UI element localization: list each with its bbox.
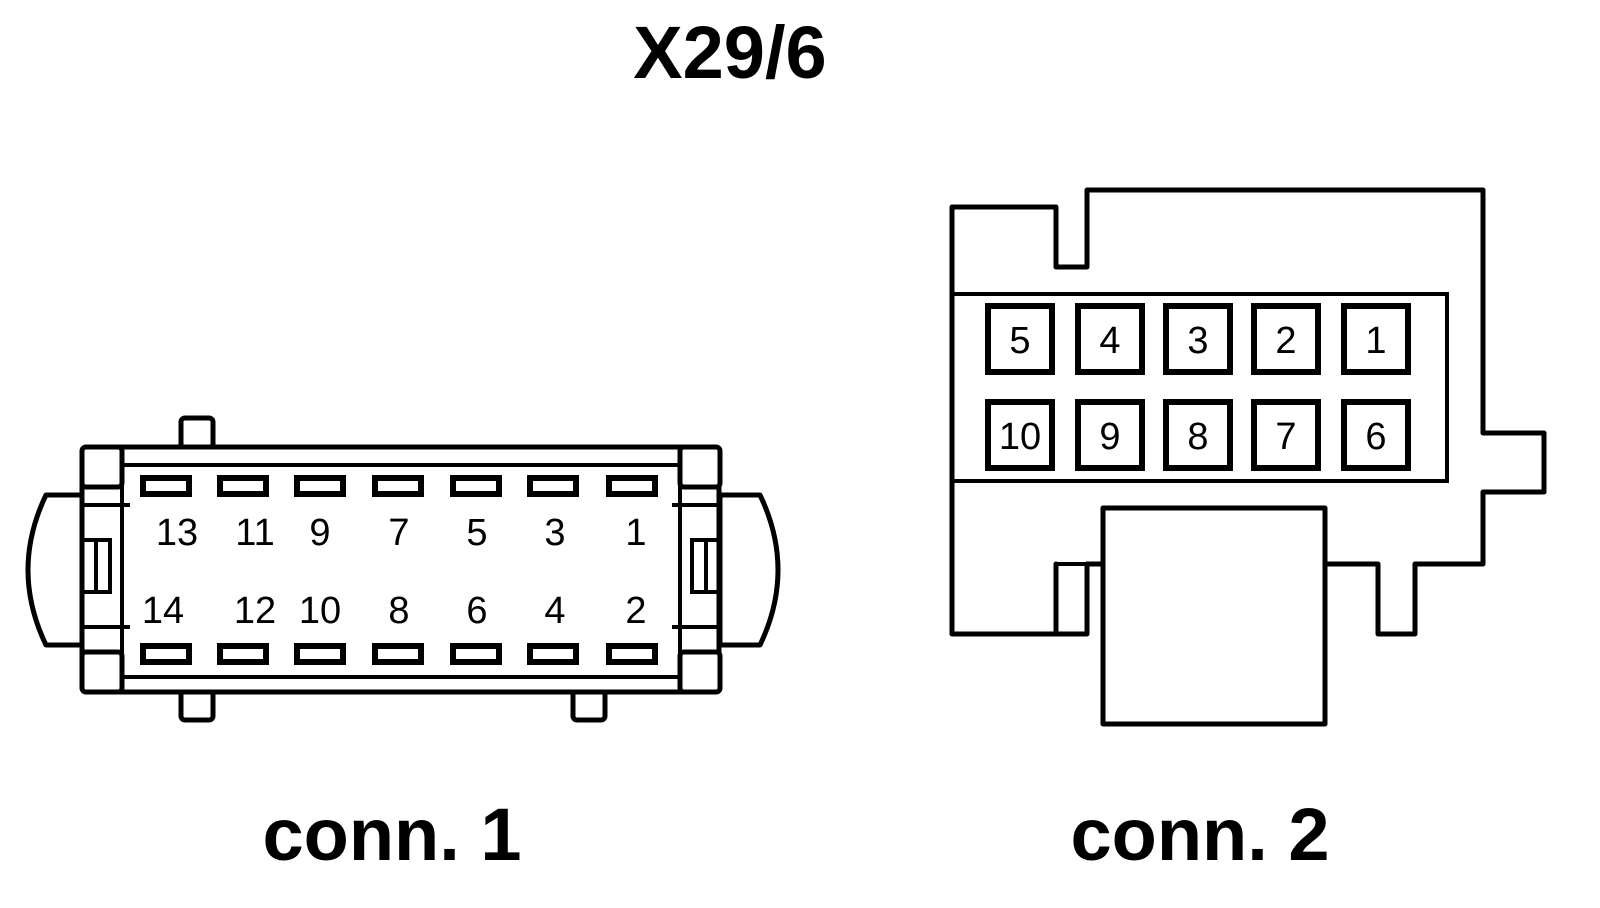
- connector-2-pin-box: [1341, 399, 1411, 471]
- connector-1-pin-label: 10: [299, 590, 341, 632]
- connector-2-label: conn. 2: [1070, 793, 1329, 876]
- connector-1-cavity: [372, 475, 424, 497]
- connector-2-pin-box: [1163, 303, 1233, 375]
- connector-1-pin-label: 8: [388, 590, 409, 632]
- diagram-title: X29/6: [633, 11, 826, 94]
- connector-1-cavity: [217, 643, 269, 665]
- connector-1-cavity: [527, 643, 579, 665]
- connector-2-pin-box: [1341, 303, 1411, 375]
- connector-2-pin-label: 6: [1365, 416, 1386, 458]
- connector-2-pin-box: [1251, 399, 1321, 471]
- connector-1-pin-label: 4: [544, 590, 565, 632]
- connector-1-corner-tl: [79, 444, 125, 490]
- connector-1-pin-label: 13: [156, 512, 198, 554]
- connector-1-cavity: [606, 643, 658, 665]
- connector-2-pin-label: 5: [1009, 320, 1030, 362]
- connector-2-pin-box: [1075, 399, 1145, 471]
- connector-2-housing: [949, 187, 1547, 637]
- connector-2-pin-field: [950, 292, 1449, 483]
- connector-1-pin-label: 9: [309, 512, 330, 554]
- connector-1-corner-bl: [79, 649, 125, 695]
- connector-1-cavity: [217, 475, 269, 497]
- connector-2-shroud: [1100, 505, 1328, 727]
- connector-2-pin-label: 7: [1275, 416, 1296, 458]
- connector-1-body: [79, 444, 722, 695]
- connector-1: 13 11 9 7 5 3 1 14 12 10 8 6 4 2: [25, 415, 781, 723]
- connector-1-pin-label: 2: [625, 590, 646, 632]
- connector-2-pin-label: 8: [1187, 416, 1208, 458]
- connector-1-cavity: [450, 643, 502, 665]
- connector-2-pin-box: [985, 399, 1055, 471]
- connector-1-cavity: [372, 643, 424, 665]
- connector-1-cavity: [294, 475, 346, 497]
- connector-1-pin-label: 5: [466, 512, 487, 554]
- connector-1-corner-tr: [677, 444, 723, 490]
- connector-1-cavity: [140, 643, 192, 665]
- connector-2: 5 4 3 2 1 10 9 8 7 6: [949, 187, 1547, 727]
- connector-1-pin-label: 11: [235, 512, 274, 554]
- connector-2-pin-box: [1075, 303, 1145, 375]
- connector-1-right-ear: [717, 492, 781, 648]
- connector-1-cavity: [450, 475, 502, 497]
- connector-1-cavity: [606, 475, 658, 497]
- connector-1-corner-br: [677, 649, 723, 695]
- connector-1-cavity: [140, 475, 192, 497]
- connector-1-pin-label: 14: [142, 590, 184, 632]
- connector-2-pin-label: 1: [1365, 320, 1386, 362]
- connector-1-cavity: [527, 475, 579, 497]
- connector-1-right-latch: [672, 503, 720, 629]
- connector-1-inner: [120, 463, 682, 679]
- connector-1-pin-label: 3: [544, 512, 565, 554]
- connector-2-pin-label: 9: [1099, 416, 1120, 458]
- connector-2-pin-box: [985, 303, 1055, 375]
- connector-2-pin-label: 3: [1187, 320, 1208, 362]
- connector-1-pin-label: 12: [234, 590, 276, 632]
- connector-2-pin-label: 4: [1099, 320, 1120, 362]
- connector-1-cavity: [294, 643, 346, 665]
- connector-1-pin-label: 6: [466, 590, 487, 632]
- connector-2-pin-label: 2: [1275, 320, 1296, 362]
- connector-1-label: conn. 1: [262, 793, 521, 876]
- connector-2-pin-box: [1163, 399, 1233, 471]
- connector-2-pin-label: 10: [999, 416, 1041, 458]
- connector-1-left-ear: [25, 492, 89, 648]
- connector-1-pin-label: 7: [388, 512, 409, 554]
- connector-2-pin-box: [1251, 303, 1321, 375]
- connector-1-left-latch: [82, 503, 130, 629]
- connector-1-pin-label: 1: [625, 512, 646, 554]
